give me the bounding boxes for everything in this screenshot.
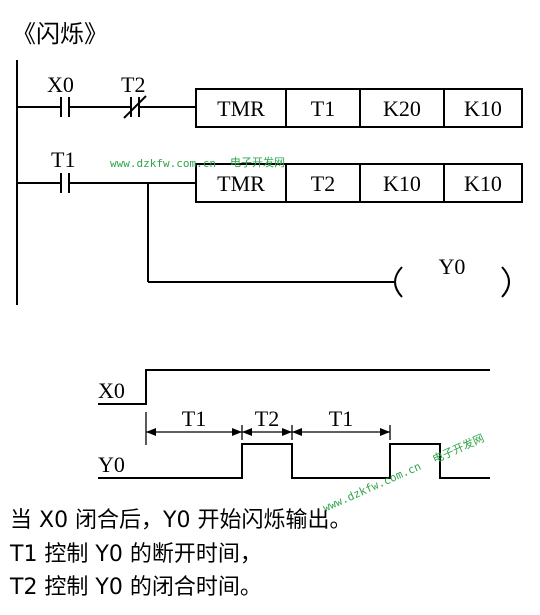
svg-text:www.dzkfw.com.cn: www.dzkfw.com.cn <box>110 157 216 170</box>
coil-left-arc <box>394 266 403 298</box>
svg-text:电子开发网: 电子开发网 <box>430 431 486 466</box>
y0-waveform <box>98 443 490 479</box>
interval-label-t1: T1 <box>182 406 206 431</box>
coil-right-arc <box>501 266 510 298</box>
arrowhead <box>232 428 242 436</box>
svg-text:电子开发网: 电子开发网 <box>230 155 285 169</box>
arrowhead <box>292 428 302 436</box>
timing-y0-label: Y0 <box>98 452 125 477</box>
rung2-timer: T2 <box>311 171 335 196</box>
contact-t1-label: T1 <box>51 147 75 172</box>
x0-waveform <box>98 369 490 405</box>
arrowhead <box>282 428 292 436</box>
description-line-2: T1 控制 Y0 的断开时间， <box>10 542 262 567</box>
rung1-instruction: TMR <box>217 96 265 121</box>
contact-x0-label: X0 <box>47 72 74 97</box>
arrowhead <box>146 428 156 436</box>
coil-y0-label: Y0 <box>439 254 466 279</box>
description-line-3: T2 控制 Y0 的闭合时间。 <box>10 575 262 600</box>
interval-label-t2: T2 <box>255 406 279 431</box>
page-title: 《闪烁》 <box>12 20 108 48</box>
rung2-k2: K10 <box>464 171 502 196</box>
arrowhead <box>380 428 390 436</box>
rung2-k1: K10 <box>383 171 421 196</box>
rung1-k2: K10 <box>464 96 502 121</box>
rung1-timer: T1 <box>311 96 335 121</box>
rung1-k1: K20 <box>383 96 421 121</box>
interval-label-t1: T1 <box>329 406 353 431</box>
t2-contact-slash <box>123 95 147 119</box>
description-line-1: 当 X0 闭合后，Y0 开始闪烁输出。 <box>10 508 352 533</box>
contact-t2-label: T2 <box>121 72 145 97</box>
timing-x0-label: X0 <box>98 378 125 403</box>
rung2-instruction: TMR <box>217 171 265 196</box>
watermark-top: www.dzkfw.com.cn 电子开发网 <box>110 155 285 170</box>
arrowhead <box>242 428 252 436</box>
